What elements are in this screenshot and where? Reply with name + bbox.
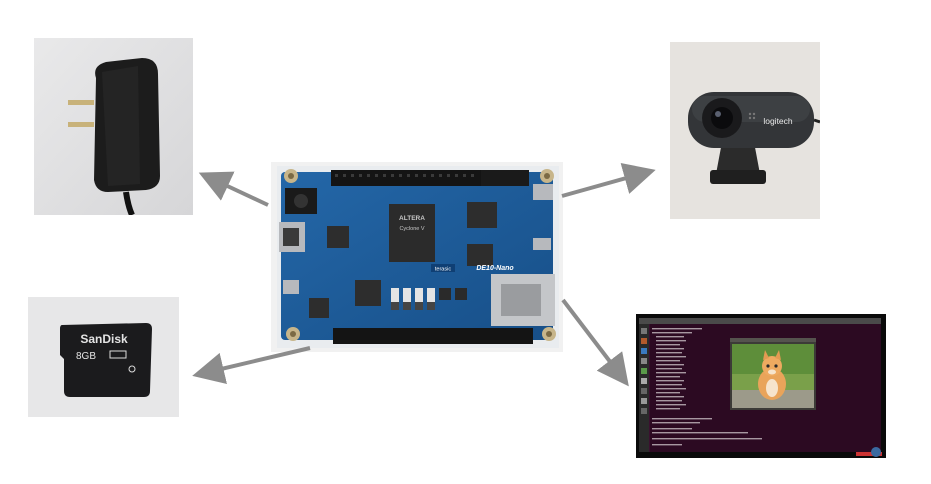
board-brand-text: terasic	[435, 267, 451, 273]
webcam-photo: logitech	[670, 42, 820, 219]
board-name-text: DE10-Nano	[476, 265, 514, 272]
sd-brand-text: SanDisk	[80, 332, 128, 346]
sd-card-photo: SanDisk 8GB	[28, 297, 179, 417]
sd-capacity-text: 8GB	[76, 351, 96, 362]
monitor-photo	[636, 314, 886, 458]
arrow-to-monitor	[561, 298, 629, 387]
power-adapter-photo	[34, 38, 193, 215]
de10-nano-board-photo: ALTERA Cyclone V terasic DE10-Nano	[271, 162, 563, 352]
arrow-to-power-adapter	[198, 171, 269, 207]
chip-family-text: Cyclone V	[399, 226, 424, 232]
arrow-to-webcam	[561, 163, 656, 198]
webcam-brand-text: logitech	[763, 116, 793, 126]
chip-brand-text: ALTERA	[399, 215, 425, 222]
